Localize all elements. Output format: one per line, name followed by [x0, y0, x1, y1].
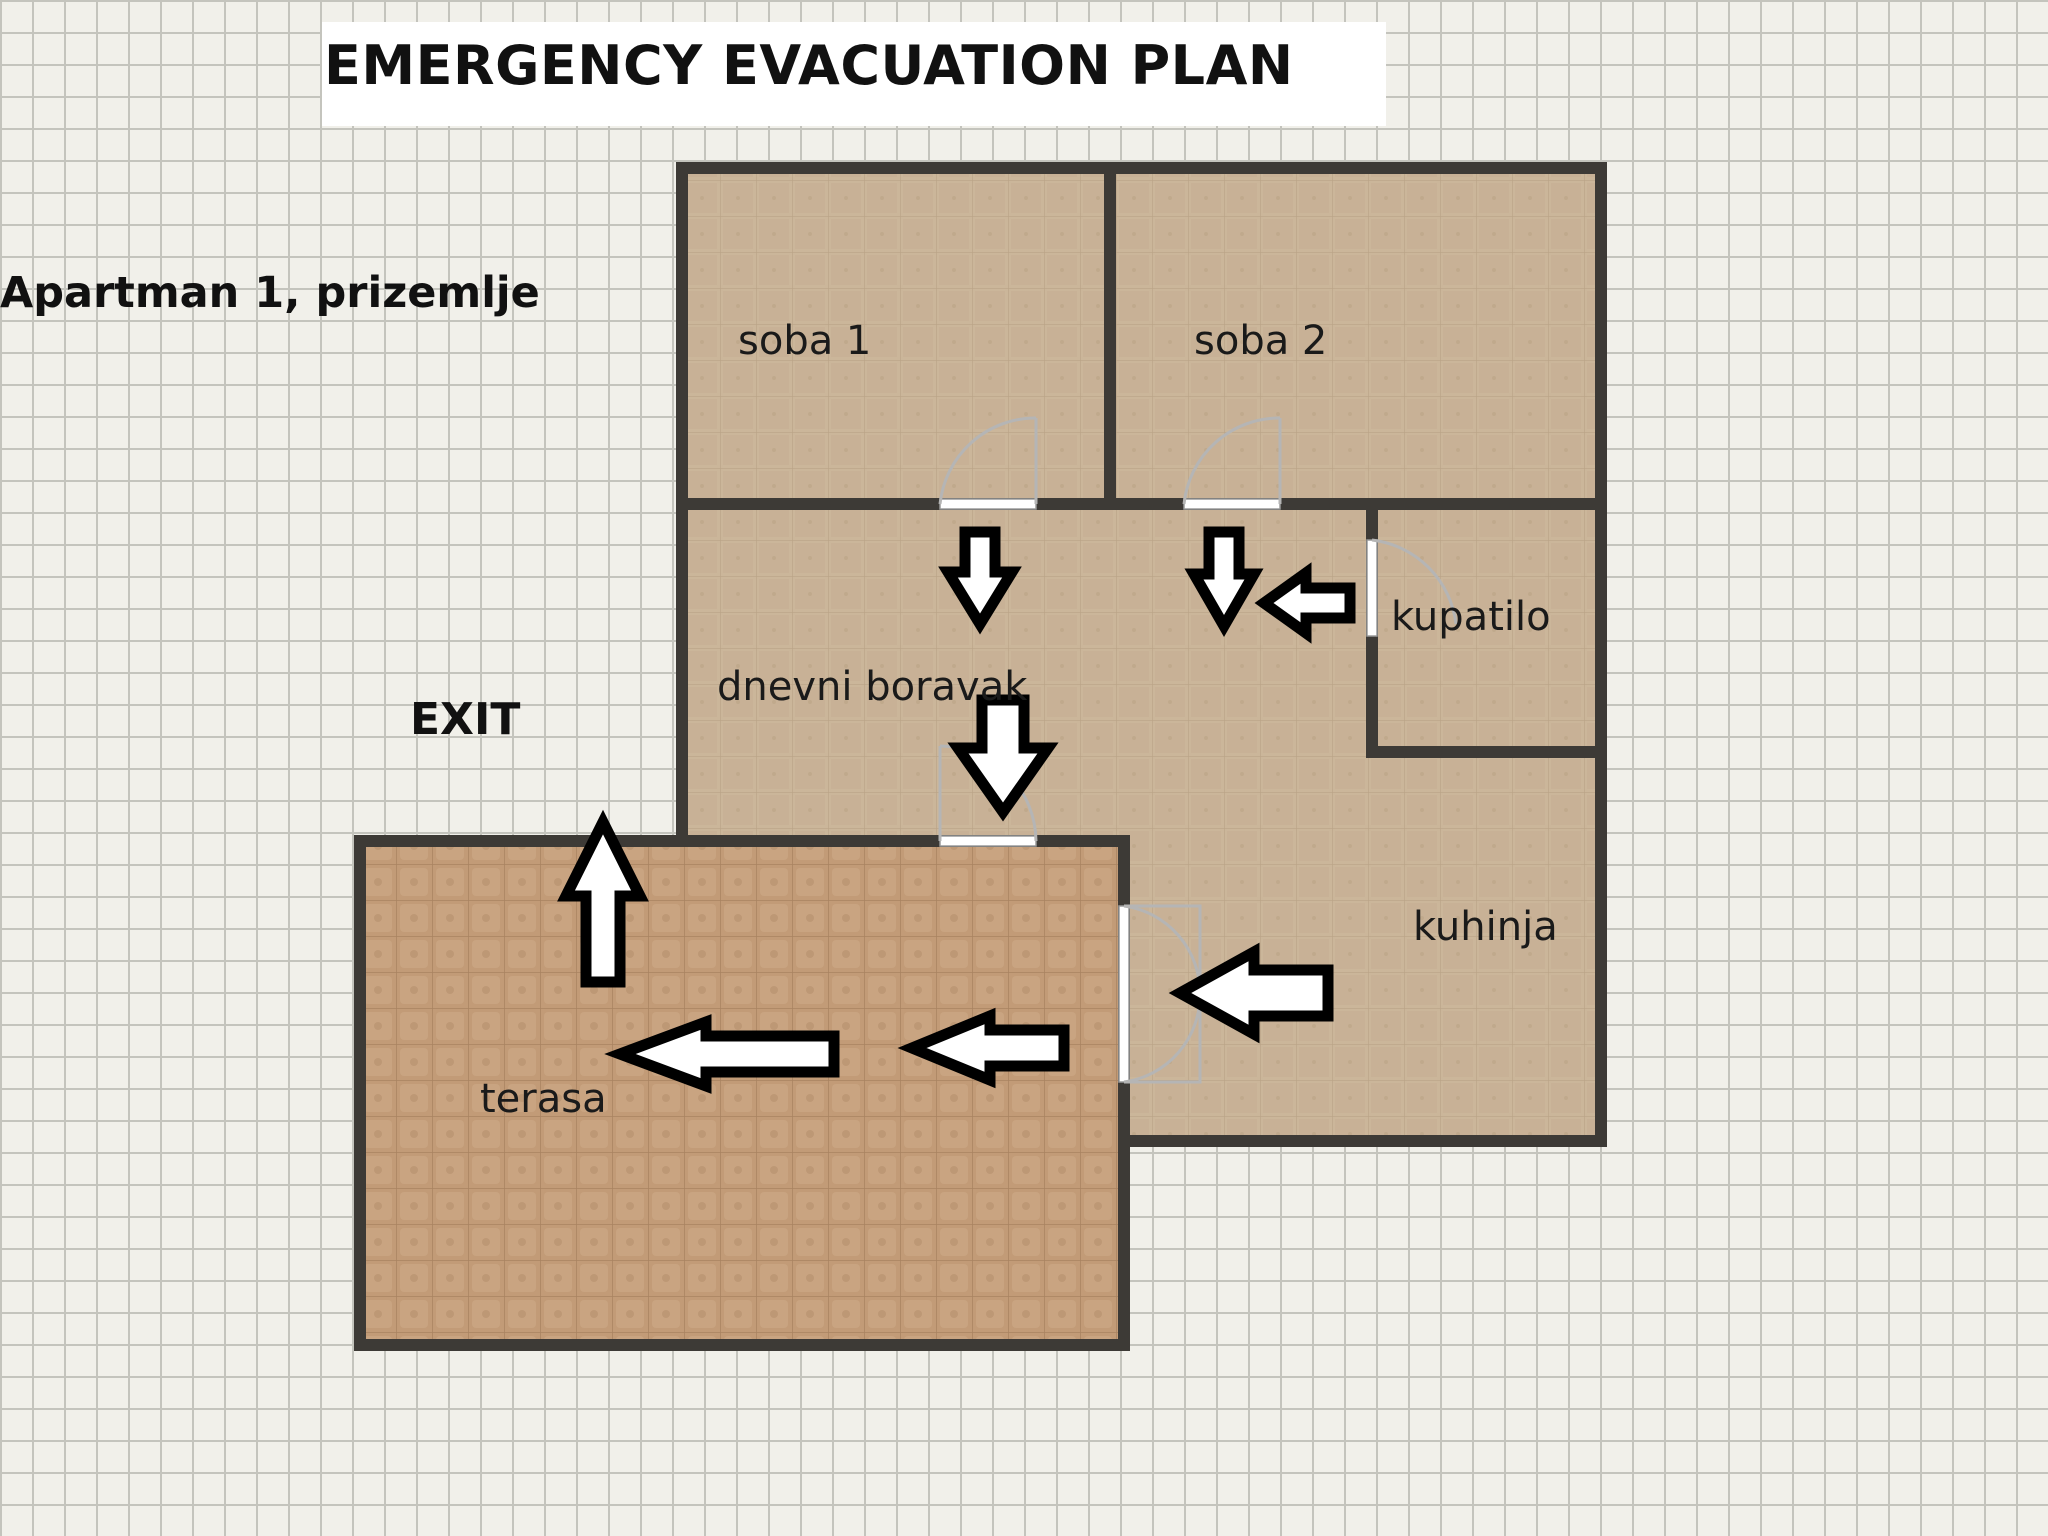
arrow-soba2-down	[1184, 526, 1264, 638]
soba2-door-opening	[1183, 498, 1281, 510]
apartment-floor	[682, 168, 1601, 1141]
room-label-dnevni-boravak: dnevni boravak	[717, 664, 1028, 710]
room-label-kuhinja: kuhinja	[1413, 904, 1558, 950]
arrow-kupatilo-left	[1254, 562, 1356, 644]
terasa-wall	[354, 835, 1130, 1351]
kitchen-terrace-door-opening	[1118, 905, 1130, 1083]
arrow-terrace-left-1	[897, 1007, 1070, 1089]
arrow-terrace-left-2	[604, 1014, 840, 1094]
arrow-kitchen-left	[1168, 942, 1334, 1044]
soba1-door-opening	[939, 498, 1037, 510]
evacuation-arrows	[557, 526, 1356, 1094]
arrow-living-to-terrace-down	[947, 694, 1059, 822]
soba1-door-swing	[938, 416, 1038, 505]
kupatilo-door-opening	[1366, 539, 1378, 637]
soba2-door-swing	[1182, 416, 1282, 505]
room-label-soba2: soba 2	[1194, 318, 1328, 364]
plan-subtitle: Apartman 1, prizemlje	[0, 268, 540, 318]
room-label-soba1: soba 1	[738, 318, 872, 364]
kupatilo-door-swing	[1371, 538, 1458, 625]
title-background	[322, 22, 1386, 126]
walls	[354, 162, 1607, 1351]
terrace-door-opening	[939, 835, 1037, 847]
arrow-exit-up	[557, 809, 649, 988]
room-label-kupatilo: kupatilo	[1391, 594, 1551, 640]
apartment-outer-wall	[676, 162, 1607, 1147]
plan-title: EMERGENCY EVACUATION PLAN	[324, 34, 1294, 97]
exit-label: EXIT	[410, 694, 521, 745]
terasa-floor	[360, 841, 1124, 1345]
arrow-soba1-down	[938, 526, 1022, 635]
kitchen-door-swing-bottom	[1123, 993, 1202, 1084]
room-label-terasa: terasa	[480, 1076, 607, 1122]
